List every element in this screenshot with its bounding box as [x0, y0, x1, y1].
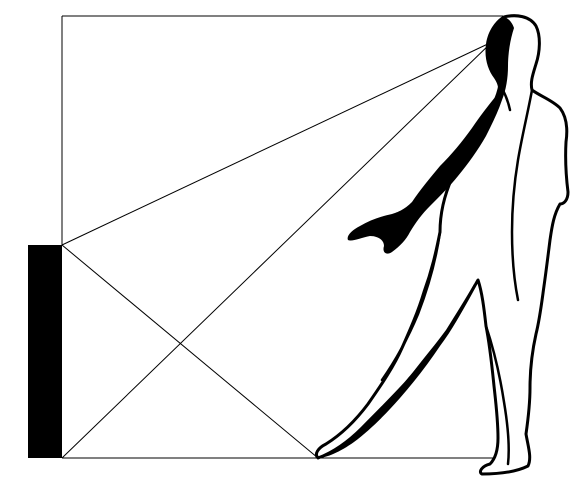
human-silhouette	[316, 16, 568, 474]
sightline-mirror-top-to-feet	[62, 245, 318, 458]
sight-lines	[62, 42, 492, 458]
figure-body-outline	[316, 16, 568, 474]
sightline-eye-to-mirror-top	[62, 42, 492, 245]
sightline-eye-to-mirror-bottom	[62, 42, 492, 458]
frame	[62, 16, 503, 458]
mirror-panel	[28, 245, 62, 458]
